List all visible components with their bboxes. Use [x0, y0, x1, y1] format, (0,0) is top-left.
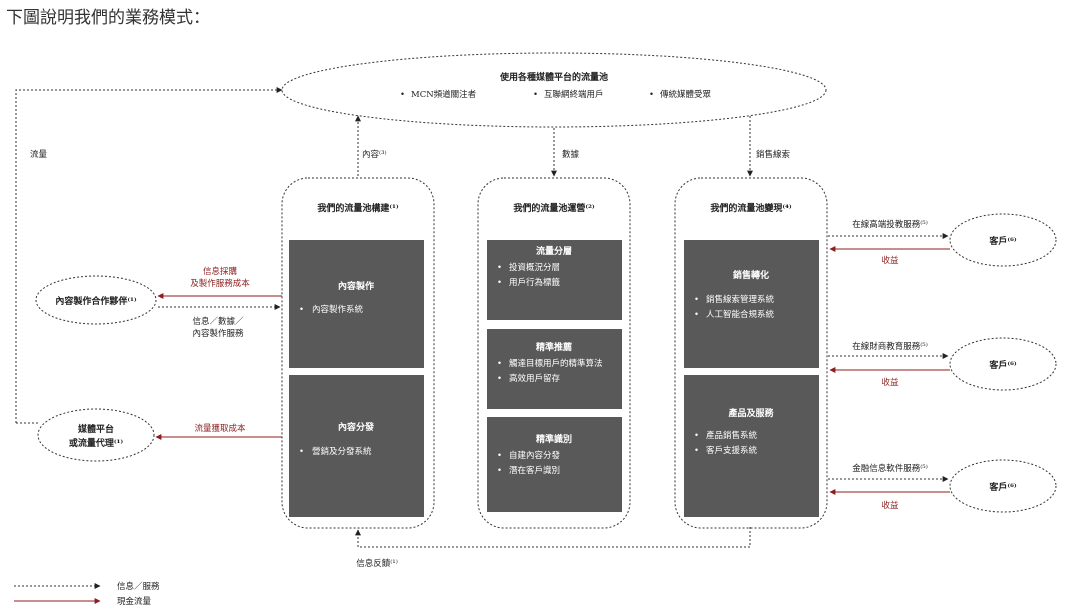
traffic-cost-label: 流量獲取成本: [194, 423, 246, 434]
bullet: •: [299, 447, 304, 457]
traffic-label: 流量: [30, 149, 48, 160]
content-label: 內容⁽³⁾: [362, 149, 387, 160]
block-sales-conversion-title: 銷售轉化: [733, 269, 769, 281]
pool-item-internet: 互聯網終端用戶: [544, 89, 604, 100]
bullet: •: [497, 374, 502, 384]
revenue-2-label: 收益: [881, 377, 899, 388]
revenue-1-label: 收益: [881, 255, 899, 266]
block-traffic-tiering-item-1: 投資概況分層: [509, 262, 560, 273]
bullet: •: [694, 431, 699, 441]
sales-leads-label: 銷售線索: [756, 149, 790, 160]
customer-1: 客戶⁽⁶⁾: [949, 213, 1057, 267]
service-1-label: 在線高端投教服務⁽⁵⁾: [852, 219, 928, 230]
pool-bullet-2: •: [533, 90, 538, 100]
block-sales-conversion-item-2: 人工智能合規系統: [706, 309, 775, 320]
block-precise-recommendation-item-1: 觸達目標用戶的精準算法: [509, 358, 603, 369]
bullet: •: [497, 278, 502, 288]
block-content-distribution: [289, 375, 424, 517]
block-products-services-item-2: 客戶支援系統: [706, 445, 758, 456]
revenue-3-label: 收益: [881, 500, 899, 511]
block-precise-identification-title: 精準識別: [536, 433, 572, 445]
column-build: 我們的流量池構建⁽¹⁾ 內容製作 • 內容製作系統 內容分發 • 營銷及分發系統: [281, 177, 435, 529]
block-traffic-tiering: [487, 240, 622, 320]
media-platforms: 媒體平台 或流量代理⁽¹⁾: [37, 408, 155, 462]
block-traffic-tiering-title: 流量分層: [536, 245, 572, 257]
bullet: •: [497, 359, 502, 369]
customer-3: 客戶⁽⁶⁾: [949, 459, 1057, 513]
customer-1-label: 客戶⁽⁶⁾: [988, 235, 1017, 247]
bullet: •: [299, 305, 304, 315]
content-partner-label: 內容製作合作夥伴⁽¹⁾: [55, 295, 137, 307]
block-precise-recommendation-item-2: 高效用戶留存: [509, 373, 561, 384]
partner-service-label-1: 信息／數據／: [192, 316, 244, 327]
customer-2: 客戶⁽⁶⁾: [949, 337, 1057, 391]
customer-2-label: 客戶⁽⁶⁾: [988, 359, 1017, 371]
service-2-label: 在線財商教育服務⁽⁵⁾: [852, 341, 928, 352]
pool-item-traditional: 傳統媒體受眾: [660, 89, 712, 100]
partner-service-label-2: 內容製作服務: [192, 328, 244, 339]
traffic-pool-title: 使用各種媒體平台的流量池: [499, 71, 608, 83]
block-products-services-item-1: 產品銷售系統: [706, 430, 758, 441]
partner-cost-label-1: 信息採購: [203, 266, 238, 277]
page-heading: 下圖說明我們的業務模式：: [6, 8, 210, 28]
bullet: •: [694, 295, 699, 305]
column-operate: 我們的流量池運營⁽²⁾ 流量分層 • 投資概況分層 • 用戶行為標籤 精準推薦 …: [477, 177, 631, 529]
traffic-pool: 使用各種媒體平台的流量池 • MCN頻道關注者 • 互聯網終端用戶 • 傳統媒體…: [281, 52, 827, 128]
feedback-label: 信息反饋⁽¹⁾: [356, 558, 398, 569]
block-products-services-title: 產品及服務: [727, 407, 774, 419]
media-platforms-label-1: 媒體平台: [77, 423, 114, 435]
block-sales-conversion: [684, 240, 819, 368]
bullet: •: [497, 263, 502, 273]
legend-cash-label: 現金流量: [117, 596, 152, 607]
pool-item-mcn: MCN頻道關注者: [411, 89, 477, 100]
bullet: •: [694, 310, 699, 320]
block-content-production-item: 內容製作系統: [312, 304, 364, 315]
column-monetize-title: 我們的流量池變現⁽⁴⁾: [710, 202, 792, 214]
block-precise-identification: [487, 417, 622, 512]
bullet: •: [497, 466, 502, 476]
column-monetize: 我們的流量池變現⁽⁴⁾ 銷售轉化 • 銷售線索管理系統 • 人工智能合規系統 產…: [674, 177, 828, 529]
customer-3-label: 客戶⁽⁶⁾: [988, 481, 1017, 493]
block-precise-recommendation: [487, 329, 622, 409]
block-content-distribution-item: 營銷及分發系統: [312, 446, 372, 457]
data-label: 數據: [562, 149, 580, 160]
pool-bullet-3: •: [649, 90, 654, 100]
partner-cost-label-2: 及製作服務成本: [190, 278, 250, 289]
service-3-label: 金融信息軟件服務⁽⁵⁾: [852, 463, 928, 474]
block-traffic-tiering-item-2: 用戶行為標籤: [509, 277, 561, 288]
content-partner: 內容製作合作夥伴⁽¹⁾: [35, 275, 157, 325]
legend-info-label: 信息／服務: [117, 581, 160, 592]
block-content-distribution-title: 內容分發: [338, 421, 375, 433]
block-content-production: [289, 240, 424, 368]
block-sales-conversion-item-1: 銷售線索管理系統: [706, 294, 775, 305]
media-platforms-label-2: 或流量代理⁽¹⁾: [69, 437, 124, 449]
legend: 信息／服務 現金流量: [14, 581, 160, 607]
bullet: •: [694, 446, 699, 456]
block-content-production-title: 內容製作: [338, 280, 374, 292]
column-operate-title: 我們的流量池運營⁽²⁾: [513, 202, 595, 214]
block-precise-recommendation-title: 精準推薦: [536, 341, 572, 353]
pool-bullet-1: •: [400, 90, 405, 100]
block-precise-identification-item-2: 潛在客戶識別: [509, 465, 560, 476]
block-precise-identification-item-1: 自建內容分發: [509, 450, 561, 461]
traffic-loop-arrow: [15, 87, 283, 423]
bullet: •: [497, 451, 502, 461]
column-build-title: 我們的流量池構建⁽¹⁾: [317, 202, 399, 214]
feedback-arrow: [355, 527, 751, 548]
block-products-services: [684, 375, 819, 517]
